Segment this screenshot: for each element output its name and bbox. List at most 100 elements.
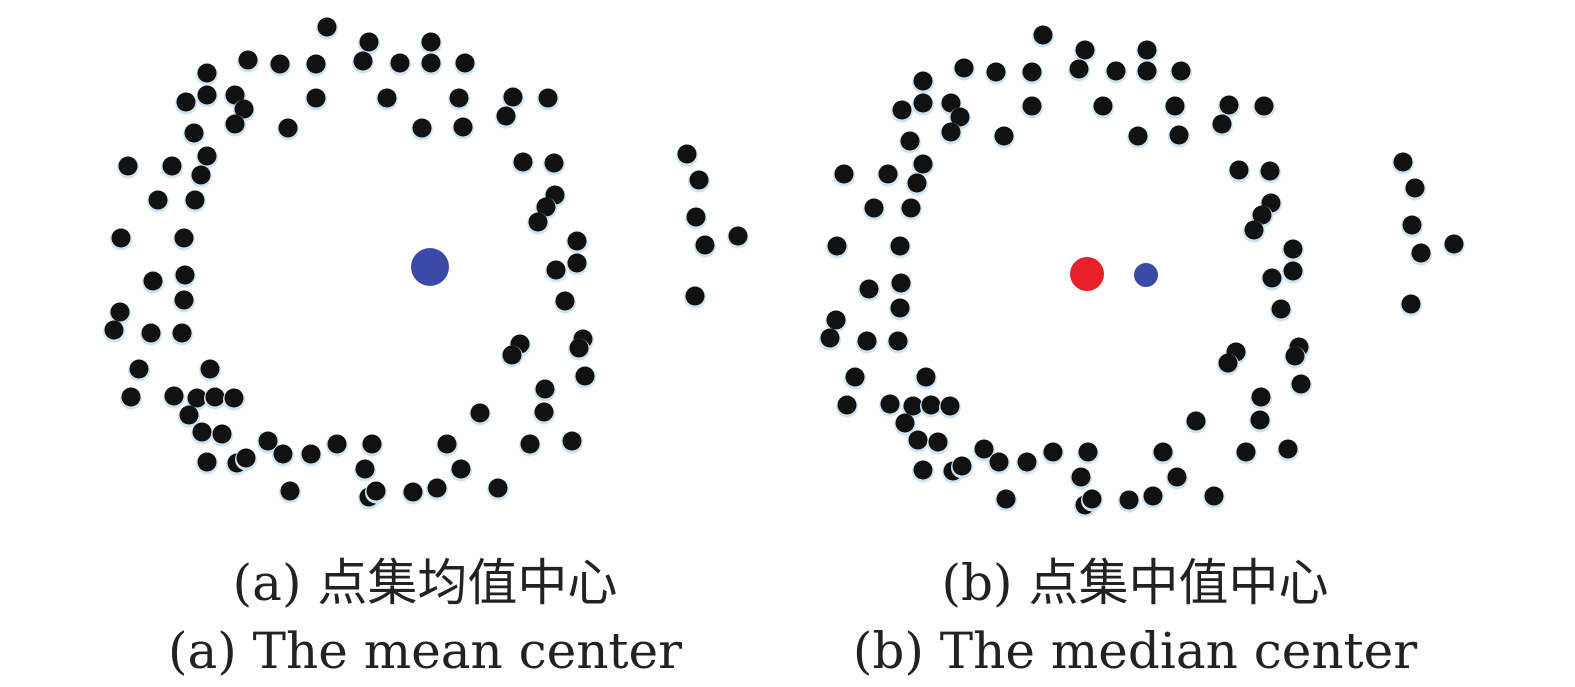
panel-b-point bbox=[1143, 486, 1163, 506]
panel-a-point bbox=[728, 226, 748, 246]
panel-b-point bbox=[950, 107, 970, 127]
panel-a-point bbox=[421, 53, 441, 73]
panel-b-mean-center-dot bbox=[1134, 263, 1158, 287]
panel-a-point bbox=[224, 388, 244, 408]
panel-b-point bbox=[928, 432, 948, 452]
panel-a-point bbox=[562, 431, 582, 451]
panel-b-point bbox=[888, 331, 908, 351]
panel-b-point bbox=[820, 328, 840, 348]
panel-a-point bbox=[689, 170, 709, 190]
panel-b-point bbox=[1444, 234, 1464, 254]
panel-b-point bbox=[1252, 205, 1272, 225]
panel-a-point bbox=[677, 144, 697, 164]
panel-a-point bbox=[544, 153, 564, 173]
panel-a-point bbox=[520, 434, 540, 454]
panel-a-point bbox=[502, 345, 522, 365]
panel-b-point bbox=[1291, 374, 1311, 394]
panel-b-point bbox=[864, 198, 884, 218]
panel-a-point bbox=[174, 228, 194, 248]
panel-b-point bbox=[1393, 152, 1413, 172]
panel-a-point bbox=[110, 302, 130, 322]
panel-a-point bbox=[301, 444, 321, 464]
panel-b-point bbox=[1236, 442, 1256, 462]
panel-b-point bbox=[1218, 353, 1238, 373]
panel-b-point bbox=[941, 93, 961, 113]
panel-b-point bbox=[845, 367, 865, 387]
panel-a-point bbox=[143, 271, 163, 291]
panel-a-point bbox=[258, 431, 278, 451]
panel-b-point bbox=[892, 100, 912, 120]
panel-b-point bbox=[916, 367, 936, 387]
panel-a-point bbox=[353, 51, 373, 71]
panel-b-point bbox=[1271, 299, 1291, 319]
panel-b-point bbox=[1153, 442, 1173, 462]
panel-b-scatter bbox=[819, 25, 1465, 518]
panel-a-point bbox=[185, 190, 205, 210]
panel-b-point bbox=[890, 298, 910, 318]
panel-a-point bbox=[118, 156, 138, 176]
panel-a-point bbox=[197, 63, 217, 83]
panel-a-point bbox=[534, 402, 554, 422]
panel-a-point bbox=[546, 260, 566, 280]
panel-b-point bbox=[940, 396, 960, 416]
panel-a-point bbox=[200, 359, 220, 379]
panel-a-point bbox=[567, 231, 587, 251]
panel-b-point bbox=[986, 62, 1006, 82]
panel-a-point bbox=[172, 323, 192, 343]
panel-a-point bbox=[421, 32, 441, 52]
panel-a-point bbox=[327, 434, 347, 454]
panel-b-point bbox=[1254, 96, 1274, 116]
panel-a-point bbox=[451, 459, 471, 479]
panel-a-point bbox=[685, 286, 705, 306]
panel-b-point bbox=[952, 456, 972, 476]
panel-b-point bbox=[1082, 489, 1102, 509]
panel-b-point bbox=[837, 395, 857, 415]
panel-b-point bbox=[913, 154, 933, 174]
panel-a-point bbox=[449, 88, 469, 108]
panel-b-point bbox=[1219, 95, 1239, 115]
panel-b-point bbox=[913, 460, 933, 480]
panel-a-point bbox=[536, 197, 556, 217]
panel-b-point bbox=[1022, 62, 1042, 82]
panel-a-point bbox=[528, 212, 548, 232]
panel-b-point bbox=[1022, 96, 1042, 116]
panel-a-point bbox=[535, 379, 555, 399]
panel-a-point bbox=[129, 359, 149, 379]
panel-a-point bbox=[455, 53, 475, 73]
panel-a-point bbox=[212, 424, 232, 444]
panel-b-point bbox=[1106, 61, 1126, 81]
panel-a-point bbox=[437, 434, 457, 454]
panel-a-point bbox=[538, 88, 558, 108]
panel-b-point bbox=[1402, 215, 1422, 235]
panel-b-point bbox=[1165, 96, 1185, 116]
panel-b-point bbox=[1401, 294, 1421, 314]
panel-a-point bbox=[121, 387, 141, 407]
panel-a-point bbox=[197, 146, 217, 166]
panel-b-point bbox=[891, 273, 911, 293]
panel-a-point bbox=[362, 434, 382, 454]
panel-b-point bbox=[1137, 40, 1157, 60]
panel-b-point bbox=[989, 452, 1009, 472]
panel-b-point bbox=[996, 489, 1016, 509]
panel-b-point bbox=[895, 413, 915, 433]
panel-a-point bbox=[278, 118, 298, 138]
panel-a-point bbox=[453, 117, 473, 137]
panel-b-point bbox=[1043, 442, 1063, 462]
panel-a-point bbox=[225, 114, 245, 134]
panel-b-point bbox=[907, 173, 927, 193]
panel-a-point bbox=[567, 253, 587, 273]
panel-b-point bbox=[901, 198, 921, 218]
panel-b-point bbox=[1411, 243, 1431, 263]
panel-b-point bbox=[1212, 114, 1232, 134]
panel-b-point bbox=[1169, 125, 1189, 145]
panel-b-point bbox=[827, 236, 847, 256]
panel-a-point bbox=[273, 444, 293, 464]
panel-b-point bbox=[1171, 61, 1191, 81]
panel-a-point bbox=[403, 482, 423, 502]
panel-b-point bbox=[1033, 25, 1053, 45]
panel-a-point bbox=[176, 92, 196, 112]
panel-a-point bbox=[695, 235, 715, 255]
panel-b-point bbox=[1075, 40, 1095, 60]
panel-b-point bbox=[857, 331, 877, 351]
panel-b-point bbox=[903, 396, 923, 416]
